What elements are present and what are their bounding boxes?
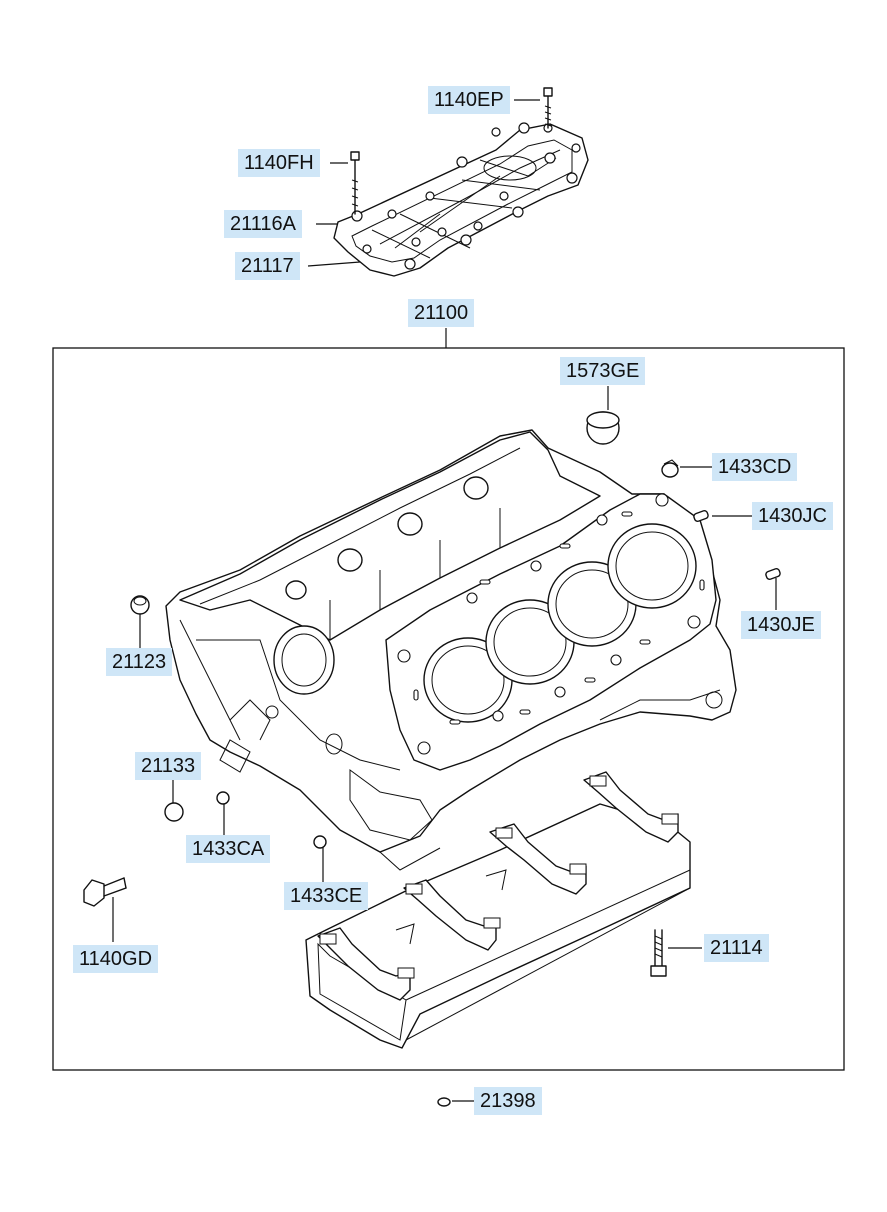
callout-21398[interactable]: 21398 (474, 1087, 542, 1115)
callout-1430JE[interactable]: 1430JE (741, 611, 821, 639)
callout-21100[interactable]: 21100 (408, 299, 475, 327)
callout-1433CE[interactable]: 1433CE (284, 882, 369, 910)
callout-21123[interactable]: 21123 (106, 648, 173, 676)
callout-1140EP[interactable]: 1140EP (428, 86, 510, 114)
callout-1140GD[interactable]: 1140GD (73, 945, 159, 973)
callout-1433CA[interactable]: 1433CA (186, 835, 271, 863)
callout-21114[interactable]: 21114 (704, 934, 769, 962)
callout-1430JC[interactable]: 1430JC (752, 502, 833, 530)
callout-1140FH[interactable]: 1140FH (238, 149, 320, 177)
small-parts-drawing (83, 411, 781, 1107)
callout-21133[interactable]: 21133 (135, 752, 202, 780)
callout-21116A[interactable]: 21116A (224, 210, 302, 238)
cylinder-block-drawing (165, 429, 737, 871)
bearing-cap-ladder-drawing (305, 771, 691, 1049)
cover-plate-drawing (333, 87, 589, 277)
callout-21117[interactable]: 21117 (235, 252, 300, 280)
callout-1433CD[interactable]: 1433CD (712, 453, 798, 481)
leader-lines (112, 99, 777, 1102)
callout-1573GE[interactable]: 1573GE (560, 357, 646, 385)
assembly-frame (52, 347, 845, 1071)
